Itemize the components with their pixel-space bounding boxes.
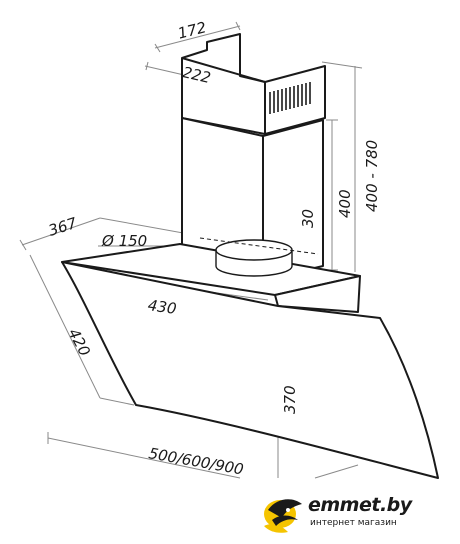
dim-glass-height: 420 — [64, 325, 93, 359]
dim-outlet-offset: 30 — [299, 209, 317, 228]
dim-lower-chimney-height: 400 — [336, 189, 354, 218]
brand-name: emmet.by — [308, 494, 412, 516]
brand-logo[interactable]: emmet.by интернет магазин — [258, 492, 448, 538]
dim-top-depth: 367 — [46, 214, 79, 240]
hood-outline — [61, 33, 439, 479]
dim-base-depth: 430 — [147, 296, 178, 318]
dim-chimney-width: 172 — [176, 18, 208, 42]
brand-tagline: интернет магазин — [310, 518, 397, 528]
dim-outlet-diameter: Ø 150 — [101, 232, 147, 250]
dim-chimney-height-range: 400 - 780 — [363, 140, 381, 212]
outlet-circle — [215, 239, 293, 277]
dim-width-options: 500/600/900 — [147, 444, 245, 478]
glass-panel — [61, 261, 439, 479]
dim-total-height: 370 — [281, 385, 299, 414]
dim-chimney-depth: 222 — [181, 63, 213, 87]
vent-grille — [269, 82, 311, 114]
bird-icon — [264, 499, 302, 533]
outlet-axis — [199, 237, 319, 255]
